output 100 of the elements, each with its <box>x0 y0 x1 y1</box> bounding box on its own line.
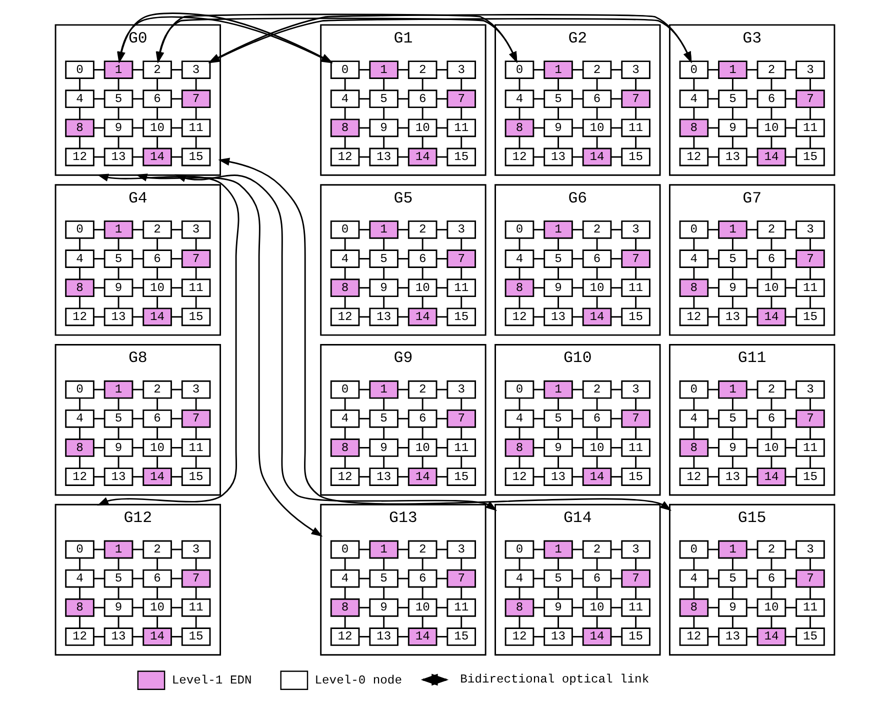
connector <box>422 456 424 468</box>
node-box: 13 <box>369 308 398 326</box>
connector <box>693 427 695 440</box>
connector <box>572 258 583 260</box>
node-box: 0 <box>504 60 534 79</box>
connector <box>635 238 637 250</box>
node-box: 12 <box>504 628 534 646</box>
node-box: 13 <box>369 628 398 646</box>
node-box: 2 <box>582 60 612 79</box>
connector <box>360 98 370 100</box>
connector <box>436 287 448 289</box>
node-box: 12 <box>65 308 94 326</box>
connector <box>422 267 424 280</box>
node-box: 8 <box>679 438 709 457</box>
node-box: 12 <box>679 308 709 326</box>
node-box: 0 <box>679 380 709 399</box>
connector <box>132 316 144 318</box>
node-box: 13 <box>544 148 573 166</box>
node-box: 15 <box>181 468 211 486</box>
connector <box>118 587 120 599</box>
connector <box>132 578 144 580</box>
node-box: 6 <box>756 90 786 108</box>
node-box: 8 <box>679 278 709 298</box>
connector <box>747 228 758 230</box>
node-box: 12 <box>330 148 360 166</box>
node-box: 11 <box>621 118 650 138</box>
node-box: 5 <box>544 409 573 428</box>
connector <box>558 616 559 628</box>
connector <box>708 98 719 100</box>
connector <box>708 447 719 448</box>
node-box: 8 <box>330 278 360 298</box>
connector <box>810 587 811 599</box>
node-box: 15 <box>621 308 650 326</box>
connector <box>747 548 758 550</box>
connector <box>344 427 346 440</box>
node-box: 15 <box>446 308 476 326</box>
connector <box>195 587 197 599</box>
connector <box>708 476 719 478</box>
node-box: 5 <box>544 569 573 588</box>
node-box: 3 <box>796 220 825 239</box>
connector <box>732 296 734 308</box>
connector <box>693 136 695 148</box>
connector <box>156 587 158 599</box>
connector <box>518 296 520 308</box>
node-box: 2 <box>582 540 612 559</box>
connector <box>156 398 158 410</box>
connector <box>344 296 346 308</box>
connector <box>79 296 80 308</box>
node-box: 10 <box>756 598 786 617</box>
connector <box>635 78 637 90</box>
node-box: 9 <box>369 598 398 617</box>
connector <box>398 228 408 230</box>
connector <box>398 98 408 100</box>
connector <box>118 267 120 280</box>
node-box: 10 <box>582 118 612 138</box>
node-box: 8 <box>330 438 360 457</box>
node-box: 7 <box>446 250 476 268</box>
connector <box>118 427 120 440</box>
node-box: 11 <box>446 278 476 298</box>
connector <box>460 78 462 90</box>
connector <box>195 398 197 410</box>
node-box: 5 <box>369 90 398 108</box>
node-box: 7 <box>796 569 825 588</box>
connector <box>436 636 448 638</box>
connector <box>732 107 734 120</box>
connector <box>534 69 544 70</box>
node-box: 4 <box>504 569 534 588</box>
connector <box>572 447 583 448</box>
connector <box>171 69 182 70</box>
node-box: 12 <box>504 148 534 166</box>
node-box: 9 <box>544 598 573 617</box>
connector <box>195 136 197 148</box>
node-box: 0 <box>65 380 94 399</box>
connector <box>635 616 637 628</box>
connector <box>611 447 622 448</box>
connector <box>572 476 583 478</box>
connector <box>596 456 598 468</box>
node-box: 1 <box>544 540 573 559</box>
node-box: 14 <box>756 148 786 166</box>
connector <box>132 388 144 390</box>
node-box: 11 <box>621 278 650 298</box>
node-box: 13 <box>369 468 398 486</box>
connector <box>422 558 424 570</box>
node-box: 12 <box>679 628 709 646</box>
node-box: 1 <box>544 60 573 79</box>
node-box: 3 <box>446 540 476 559</box>
connector <box>94 98 105 100</box>
node-box: 11 <box>446 598 476 617</box>
node-box: 11 <box>446 118 476 138</box>
connector <box>708 316 719 318</box>
connector <box>518 456 520 468</box>
node-box: 1 <box>544 220 573 239</box>
connector <box>360 156 370 158</box>
node-box: 9 <box>718 118 748 138</box>
connector <box>810 398 811 410</box>
connector <box>747 447 758 448</box>
connector <box>558 136 559 148</box>
node-box: 3 <box>621 60 650 79</box>
connector <box>398 476 408 478</box>
connector <box>770 136 772 148</box>
